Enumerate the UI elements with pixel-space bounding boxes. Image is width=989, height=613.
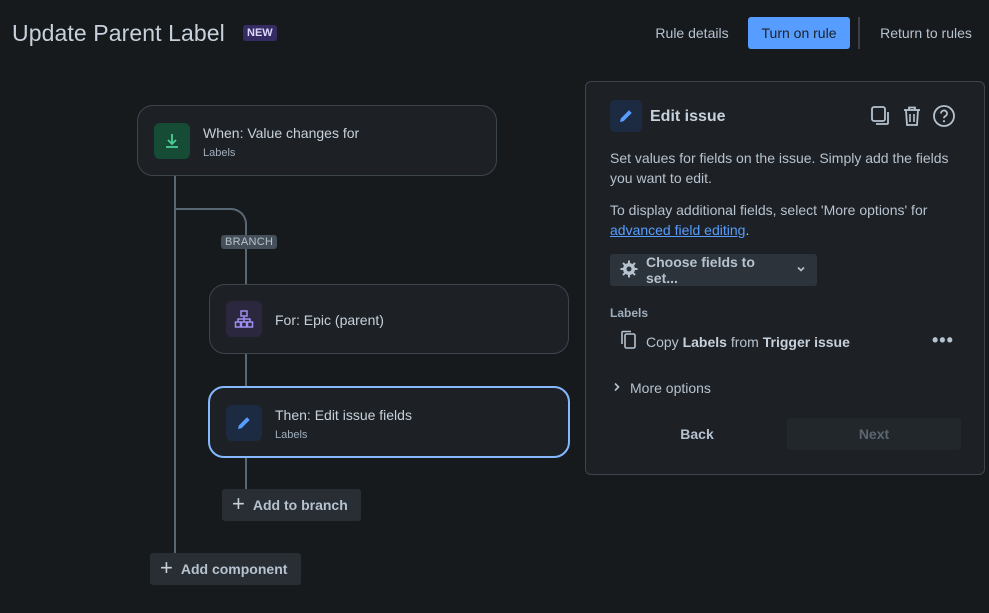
pencil-icon bbox=[226, 405, 262, 441]
download-arrow-icon bbox=[154, 123, 190, 159]
help-icon[interactable] bbox=[930, 102, 958, 130]
branch-tag: BRANCH bbox=[221, 235, 278, 249]
branch-connector-curve bbox=[175, 208, 247, 238]
action-subtitle: Labels bbox=[275, 429, 308, 441]
branch-connector-lower bbox=[245, 458, 247, 490]
action-card[interactable]: Then: Edit issue fields Labels bbox=[208, 386, 570, 458]
panel-more-info: To display additional fields, select 'Mo… bbox=[610, 202, 928, 238]
branch-connector-middle bbox=[245, 354, 247, 387]
add-to-branch-label: Add to branch bbox=[252, 497, 348, 513]
add-component-label: Add component bbox=[180, 561, 288, 577]
branch-connector-upper bbox=[245, 236, 247, 286]
trigger-card[interactable]: When: Value changes for Labels bbox=[137, 105, 497, 176]
choose-fields-button[interactable]: Choose fields to set... bbox=[610, 254, 817, 286]
chevron-down-icon bbox=[795, 262, 807, 278]
trigger-title: When: Value changes for bbox=[203, 125, 360, 141]
duplicate-icon[interactable] bbox=[866, 102, 894, 130]
trash-icon[interactable] bbox=[898, 102, 926, 130]
next-button[interactable]: Next bbox=[787, 418, 961, 450]
turn-on-rule-button[interactable]: Turn on rule bbox=[748, 17, 850, 49]
more-options-label: More options bbox=[630, 380, 711, 396]
branch-card[interactable]: For: Epic (parent) bbox=[209, 284, 569, 354]
panel-title: Edit issue bbox=[650, 108, 726, 125]
add-component-button[interactable]: + Add component bbox=[150, 553, 301, 585]
page-title: Update Parent Label bbox=[12, 20, 225, 46]
panel-description: Set values for fields on the issue. Simp… bbox=[610, 150, 949, 186]
choose-fields-label: Choose fields to set... bbox=[646, 254, 755, 286]
return-to-rules-button[interactable]: Return to rules bbox=[880, 25, 972, 41]
branch-title: For: Epic (parent) bbox=[275, 312, 384, 328]
edit-issue-panel: Edit issue Set values for fields bbox=[585, 81, 985, 475]
hierarchy-icon bbox=[226, 301, 262, 337]
copy-icon bbox=[620, 330, 638, 353]
labels-field-value[interactable]: Copy Labels from Trigger issue bbox=[620, 330, 850, 353]
header-divider bbox=[858, 17, 860, 49]
trigger-subtitle: Labels bbox=[203, 147, 236, 159]
labels-field-label: Labels bbox=[610, 306, 649, 320]
chevron-right-icon bbox=[612, 380, 622, 396]
plus-icon: + bbox=[160, 555, 173, 580]
new-badge: NEW bbox=[243, 25, 277, 41]
gear-icon bbox=[620, 260, 638, 281]
add-to-branch-button[interactable]: + Add to branch bbox=[222, 489, 361, 521]
more-options-toggle[interactable]: More options bbox=[612, 380, 711, 396]
back-button[interactable]: Back bbox=[680, 426, 714, 442]
main-connector bbox=[174, 176, 176, 556]
pencil-icon bbox=[610, 100, 642, 132]
action-title: Then: Edit issue fields bbox=[275, 407, 412, 423]
rule-details-button[interactable]: Rule details bbox=[655, 25, 729, 41]
advanced-field-editing-link[interactable]: advanced field editing bbox=[610, 222, 746, 238]
plus-icon: + bbox=[232, 491, 245, 516]
more-actions-icon[interactable]: ••• bbox=[932, 330, 954, 350]
